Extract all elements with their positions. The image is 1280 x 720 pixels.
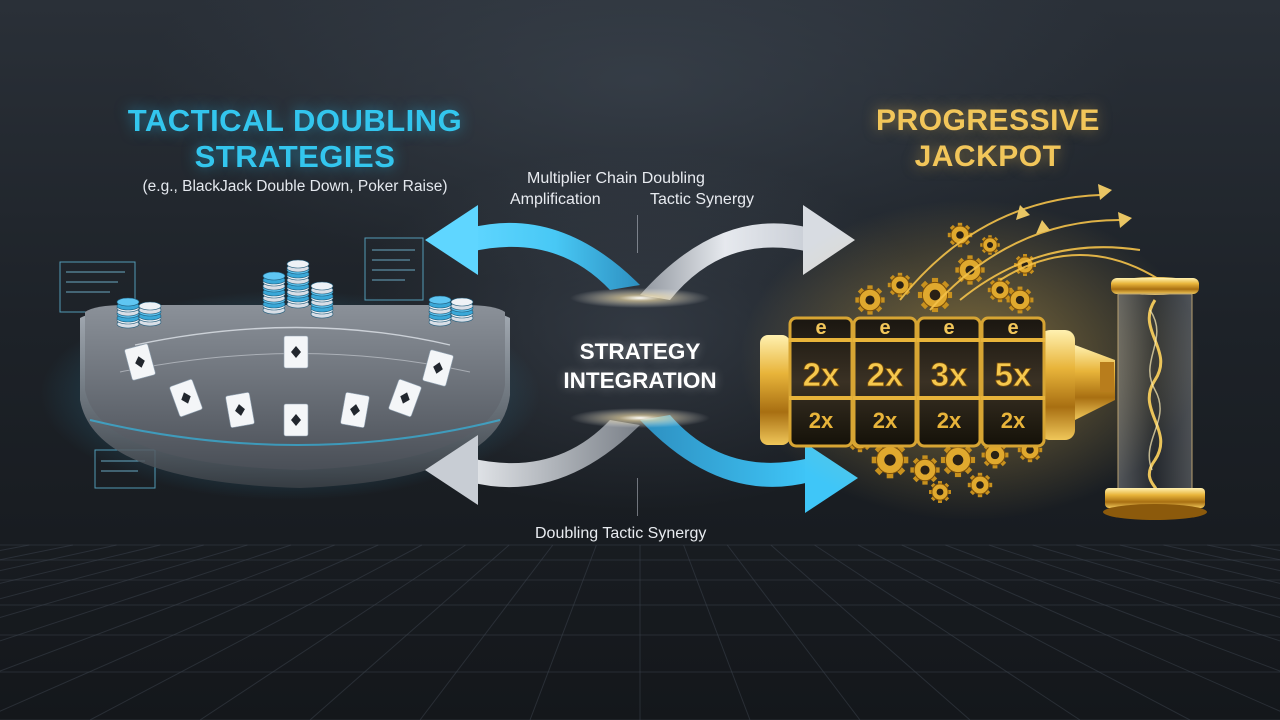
label-doubling-tactic-synergy: Doubling Tactic Synergy: [535, 525, 707, 542]
right-title-line2: JACKPOT: [914, 140, 1062, 173]
right-title-line1: PROGRESSIVE: [876, 104, 1100, 137]
slot-reel-1: e 2x 2x: [788, 316, 854, 448]
playing-card-icon: [124, 335, 454, 437]
center-title-line1: STRATEGY: [579, 339, 701, 364]
slot-reel-3: e 3x 2x: [916, 316, 982, 448]
slot-reel-4: e 5x 2x: [980, 316, 1046, 448]
center-title-line2: INTEGRATION: [563, 368, 717, 393]
label-tactic-synergy: Tactic Synergy: [650, 191, 755, 208]
light-flare-top: [570, 288, 710, 308]
reel-multiplier-lower: 2x: [937, 408, 962, 433]
divider-top: [637, 215, 638, 253]
light-flare-bottom: [570, 408, 710, 428]
arrow-to-strategies-bottom: [425, 420, 640, 505]
label-amplification: Amplification: [510, 191, 601, 208]
slot-reel-icon: [760, 330, 1115, 445]
arrow-to-strategies: [425, 205, 640, 290]
reel-top-symbol: e: [879, 317, 890, 339]
right-title: PROGRESSIVE JACKPOT: [848, 103, 1128, 175]
divider-bottom: [637, 478, 638, 516]
reel-multiplier-main: 3x: [931, 356, 968, 393]
gear-icon: [847, 222, 1043, 503]
reel-multiplier-lower: 2x: [873, 408, 898, 433]
reel-top-symbol: e: [815, 317, 826, 339]
center-title: STRATEGY INTEGRATION: [520, 337, 760, 395]
left-title-line2: STRATEGIES: [194, 139, 396, 174]
reel-multiplier-main: 5x: [995, 356, 1032, 393]
reel-multiplier-lower: 2x: [809, 408, 834, 433]
reel-multiplier-main: 2x: [803, 356, 840, 393]
casino-chip-stack-icon: [116, 259, 474, 329]
slot-reel-2: e 2x 2x: [852, 316, 918, 448]
jackpot-trail-arrows: [899, 184, 1161, 311]
left-title-line1: TACTICAL DOUBLING: [127, 103, 463, 138]
jackpot-tube-icon: [1103, 277, 1207, 520]
left-subtitle: (e.g., BlackJack Double Down, Poker Rais…: [142, 178, 448, 195]
reel-top-symbol: e: [943, 317, 954, 339]
blackjack-table-icon: [40, 290, 540, 500]
reel-top-symbol: e: [1007, 317, 1018, 339]
reel-multiplier-lower: 2x: [1001, 408, 1026, 433]
label-multiplier-chain: Multiplier Chain Doubling: [527, 170, 705, 187]
left-title: TACTICAL DOUBLING STRATEGIES: [80, 103, 510, 175]
reel-multiplier-main: 2x: [867, 356, 904, 393]
